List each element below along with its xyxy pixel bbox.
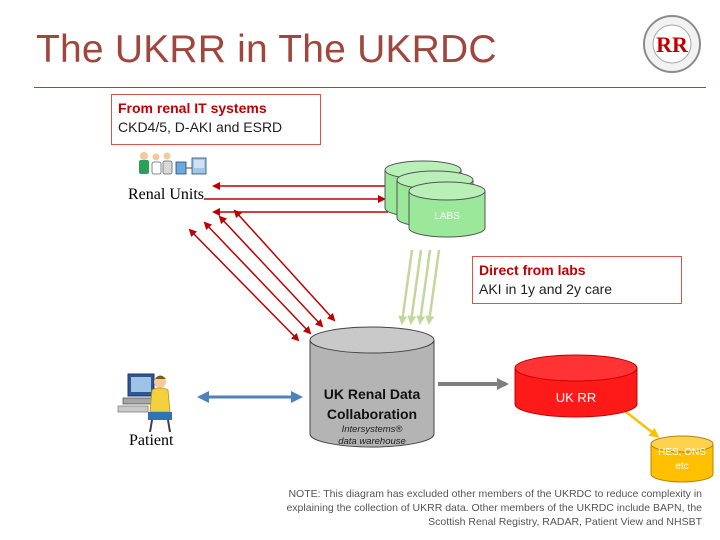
renal-units-ukrdc-arrows: [188, 209, 336, 342]
source-box-heading: From renal IT systems: [118, 100, 267, 116]
source-it-systems-box: From renal IT systems CKD4/5, D-AKI and …: [111, 94, 321, 145]
patient-icon: [117, 373, 172, 433]
renal-units-labs-arrows: [204, 182, 388, 216]
ukrdc-database: [309, 326, 435, 448]
title-divider: [34, 87, 706, 88]
hes-ons-database: [650, 435, 714, 483]
hes-label: HES, ONS etc: [658, 447, 706, 472]
renal-association-logo: RR: [643, 15, 701, 73]
direct-labs-box: Direct from labs AKI in 1y and 2y care: [472, 256, 682, 304]
labs-box-detail: AKI in 1y and 2y care: [479, 281, 613, 297]
slide-title: The UKRR in The UKRDC: [36, 28, 497, 71]
labs-label: LABS: [434, 211, 460, 222]
ukrdc-sub-vendor: Intersystems®: [341, 424, 403, 435]
renal-units-icon: [139, 152, 207, 175]
source-box-detail: CKD4/5, D-AKI and ESRD: [118, 119, 283, 135]
renal-units-label: Renal Units: [128, 186, 204, 203]
patient-label: Patient: [129, 432, 174, 449]
svg-text:RR: RR: [656, 32, 689, 57]
labs-box-heading: Direct from labs: [479, 262, 586, 278]
diagram-note: NOTE: This diagram has excluded other me…: [286, 488, 702, 528]
labs-ukrdc-arrows: [398, 249, 441, 325]
labs-database-stack: [384, 160, 486, 238]
ukrdc-sub-warehouse: data warehouse: [338, 436, 406, 447]
ukrr-database: [514, 354, 638, 418]
ukrr-label: UK RR: [555, 390, 597, 405]
ukrdc-label: UK Renal Data Collaboration: [323, 386, 421, 422]
